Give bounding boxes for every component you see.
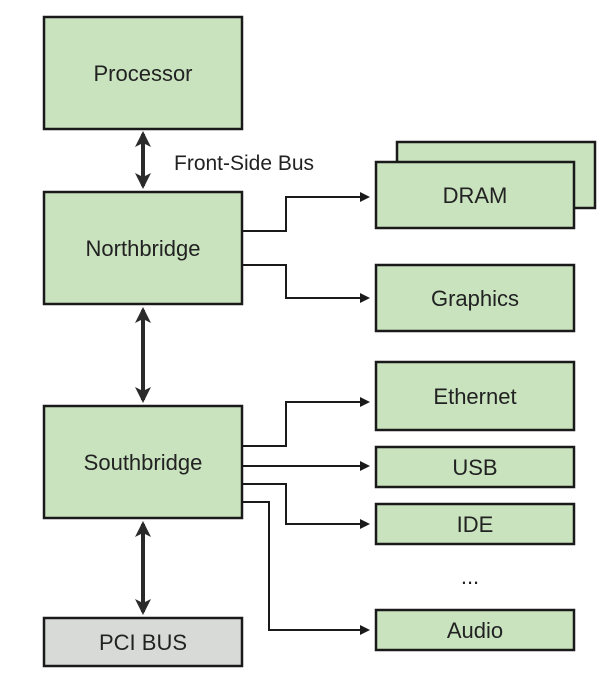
front-side-bus-label: Front-Side Bus	[174, 152, 314, 175]
usb-box: USB	[374, 445, 576, 489]
ethernet-rect	[374, 360, 576, 432]
ide-label: IDE	[457, 512, 494, 537]
ide-box: IDE	[374, 502, 576, 546]
pci-bus-rect	[42, 616, 244, 668]
graphics-rect	[374, 263, 576, 333]
southbridge-rect	[42, 404, 244, 520]
southbridge-ide-connector	[242, 483, 370, 529]
southbridge-audio-connector	[242, 501, 370, 635]
dram-box: DRAM	[374, 140, 597, 230]
northbridge-rect	[42, 190, 244, 306]
dram-front-rect	[374, 160, 576, 230]
audio-label: Audio	[447, 618, 503, 643]
northbridge-dram-connector	[242, 192, 370, 232]
usb-label: USB	[452, 455, 497, 480]
audio-box: Audio	[374, 608, 576, 652]
ethernet-label: Ethernet	[433, 384, 516, 409]
audio-rect	[374, 608, 576, 652]
northbridge-label: Northbridge	[86, 236, 201, 261]
pci-bus-box: PCI BUS	[42, 616, 244, 668]
southbridge-label: Southbridge	[84, 450, 203, 475]
pci-bus-label: PCI BUS	[99, 630, 187, 655]
northbridge-box: Northbridge	[42, 190, 244, 306]
southbridge-ethernet-connector	[242, 397, 370, 447]
ide-rect	[374, 502, 576, 546]
ethernet-box: Ethernet	[374, 360, 576, 432]
more-devices-ellipsis: ...	[461, 564, 479, 589]
southbridge-box: Southbridge	[42, 404, 244, 520]
northbridge-graphics-connector	[242, 264, 370, 303]
processor-rect	[42, 15, 244, 131]
graphics-label: Graphics	[431, 286, 519, 311]
dram-label: DRAM	[443, 183, 508, 208]
usb-rect	[374, 445, 576, 489]
processor-label: Processor	[93, 61, 192, 86]
graphics-box: Graphics	[374, 263, 576, 333]
processor-box: Processor	[42, 15, 244, 131]
